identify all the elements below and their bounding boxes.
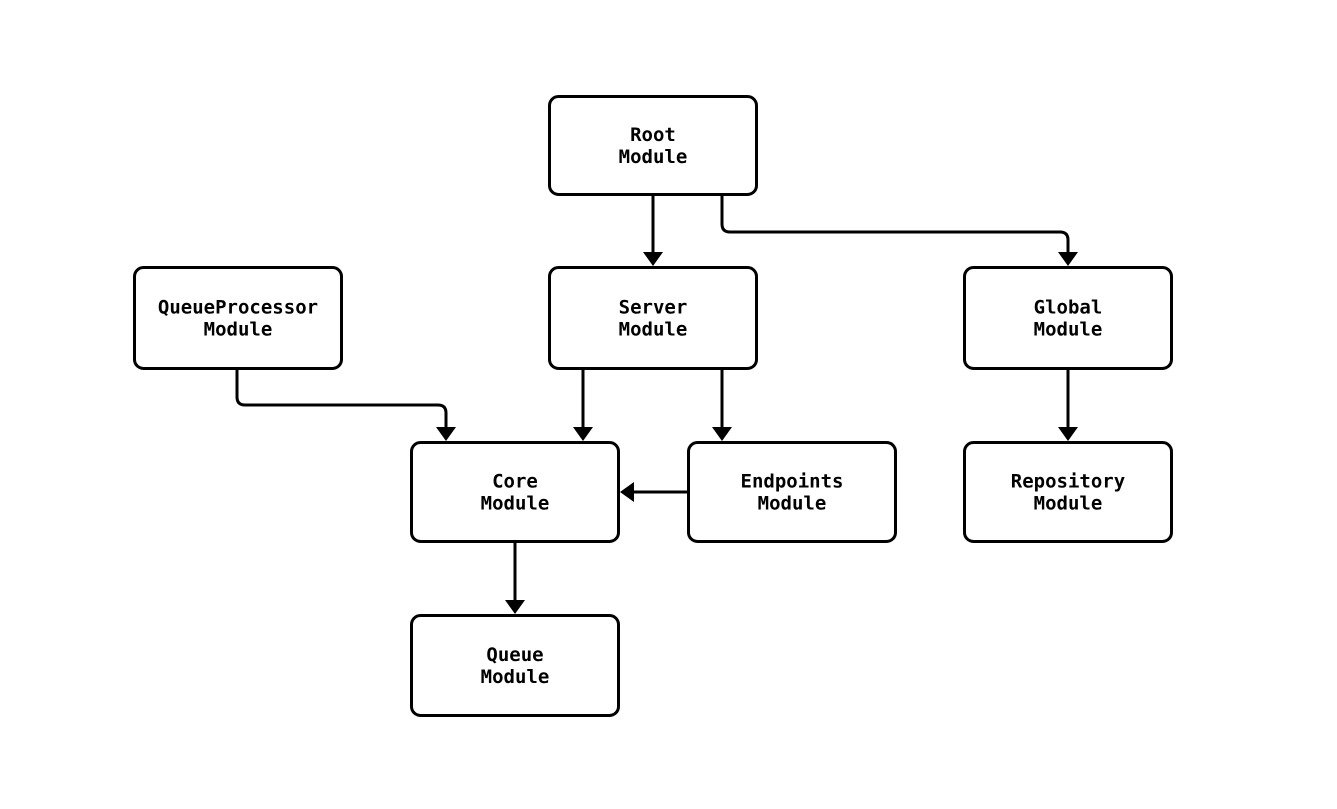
arrowhead-icon-server-to-endpoints — [712, 427, 732, 441]
node-label-line1-endpoints: Endpoints — [741, 471, 844, 493]
node-box-server[interactable] — [548, 266, 758, 370]
node-label-line1-root: Root — [630, 124, 676, 146]
node-label-line2-core: Module — [481, 493, 550, 515]
node-label-line1-repository: Repository — [1011, 471, 1125, 493]
node-label-line2-endpoints: Module — [758, 493, 827, 515]
edge-root-to-server — [643, 196, 663, 266]
node-box-global[interactable] — [963, 266, 1173, 370]
node-label-line2-queueprocessor: Module — [204, 319, 273, 341]
edge-line-queueprocessor-to-core — [235, 370, 448, 427]
edge-server-to-endpoints — [712, 370, 732, 441]
node-label-line2-global: Module — [1034, 319, 1103, 341]
node-box-core[interactable] — [410, 441, 620, 543]
arrowhead-icon-root-to-server — [643, 252, 663, 266]
edge-queueprocessor-to-core — [235, 370, 456, 441]
node-box-queueprocessor[interactable] — [133, 266, 343, 370]
edge-endpoints-to-core — [620, 482, 687, 502]
node-label-line1-queueprocessor: QueueProcessor — [158, 297, 318, 319]
edge-root-to-global — [720, 196, 1078, 266]
node-label-line1-core: Core — [492, 471, 538, 493]
arrowhead-icon-root-to-global — [1058, 252, 1078, 266]
node-label-line1-global: Global — [1034, 297, 1103, 319]
edges-layer — [235, 196, 1078, 614]
node-box-repository[interactable] — [963, 441, 1173, 543]
node-box-queue[interactable] — [410, 614, 620, 717]
node-label-line1-queue: Queue — [486, 644, 543, 666]
arrowhead-icon-queueprocessor-to-core — [436, 427, 456, 441]
node-label-line2-root: Module — [619, 146, 688, 168]
node-box-endpoints[interactable] — [687, 441, 897, 543]
arrowhead-icon-global-to-repository — [1058, 427, 1078, 441]
node-box-root[interactable] — [548, 95, 758, 196]
arrowhead-icon-core-to-queue — [505, 600, 525, 614]
nodes-layer: RootModuleQueueProcessorModuleServerModu… — [133, 95, 1173, 717]
node-label-line2-server: Module — [619, 319, 688, 341]
node-label-line2-repository: Module — [1034, 493, 1103, 515]
node-label-line1-server: Server — [619, 297, 688, 319]
arrowhead-icon-endpoints-to-core — [620, 482, 634, 502]
node-label-line2-queue: Module — [481, 666, 550, 688]
edge-global-to-repository — [1058, 370, 1078, 441]
edge-line-root-to-global — [720, 196, 1070, 252]
edge-server-to-core — [573, 370, 593, 441]
edge-core-to-queue — [505, 543, 525, 614]
arrowhead-icon-server-to-core — [573, 427, 593, 441]
